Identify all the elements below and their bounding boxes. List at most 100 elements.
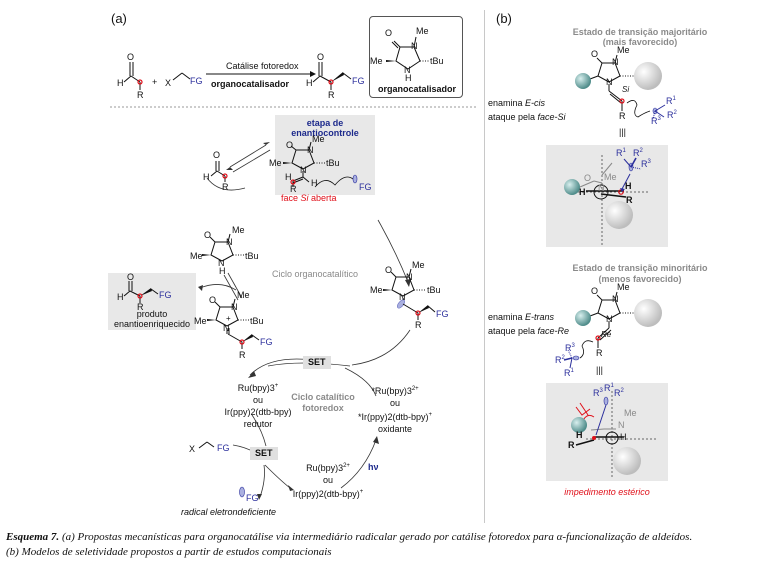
product-box: O H R FG produto enantioenriquecido [108, 273, 196, 330]
minor-attack-label: ataque pela face-Re [488, 326, 570, 336]
atom-h: H [576, 430, 583, 440]
reductant-or: ou [252, 395, 263, 405]
set-label-top: SET [303, 356, 331, 369]
atom-me: Me [412, 260, 425, 270]
radical-label: radical eletrondeficiente [181, 507, 277, 517]
atom-r: R [626, 195, 633, 205]
newman-r2: R2 [633, 148, 643, 158]
newman-r3: R3 [641, 159, 651, 169]
atom-r2: R2 [667, 110, 677, 120]
atom-tbu: tBu [427, 285, 441, 295]
atom-r: R [568, 440, 575, 450]
ground-line1: Ru(bpy)32+ [306, 463, 350, 473]
atom-h: H [117, 292, 124, 302]
atom-o: O [286, 140, 294, 150]
atom-tbu: tBu [326, 158, 340, 168]
radical-orbital-icon [239, 486, 245, 498]
organocatalytic-cycle-label: Ciclo organocatalítico [272, 269, 359, 279]
enantiocontrol-title-line2: enantiocontrole [291, 128, 359, 138]
atom-me: Me [617, 45, 630, 55]
atom-me: Me [624, 408, 637, 418]
reactive-carbon-marker [137, 79, 143, 85]
atom-h: H [306, 78, 313, 88]
atom-h: H [625, 181, 632, 191]
atom-n: N [606, 77, 613, 87]
atom-r3: R3 [565, 343, 575, 353]
atom-n: N [399, 292, 406, 302]
minor-ts-subtitle: (menos favorecido) [598, 274, 682, 284]
atom-n: N [307, 145, 314, 155]
product-label-line2: enantioenriquecido [113, 319, 191, 329]
atom-me: Me [194, 316, 207, 326]
atom-h: H [117, 78, 124, 88]
major-attack-label: ataque pela face-Si [488, 112, 566, 122]
major-ts-title: Estado de transição majoritário [572, 27, 708, 37]
atom-o: O [591, 49, 599, 59]
atom-me: Me [312, 134, 325, 144]
minor-newman-projection [571, 391, 656, 479]
atom-r: R [619, 111, 626, 121]
photoredox-cycle-label: Ciclo catalítico fotoredox [291, 392, 355, 413]
atom-n: N [300, 165, 307, 175]
oxidant-or: ou [389, 398, 400, 408]
minor-enamine-label: enamina E-trans [488, 312, 555, 322]
reductant-line1: Ru(bpy)3+ [237, 383, 279, 393]
oxidant-species: *Ru(bpy)32+ ou *Ir(ppy)2(dtb-bpy)+ oxida… [340, 383, 450, 435]
atom-me: Me [370, 56, 383, 66]
figure-caption-line1: Esquema 7. (a) Propostas mecanísticas pa… [6, 531, 693, 543]
figure-caption-line2: (b) Modelos de seletividade propostos a … [6, 546, 332, 558]
product-bonds [123, 281, 159, 303]
panel-divider [484, 10, 485, 523]
newman-r3: R3 [593, 388, 603, 398]
minor-newman-box: R3 R1 R2 Me N H H R [546, 383, 668, 481]
catalyst-bonds [386, 36, 430, 70]
functional-group: FG [260, 337, 273, 347]
functional-group: FG [436, 309, 449, 319]
atom-h: H [579, 187, 586, 197]
atom-r2: R2 [555, 355, 565, 365]
atom-me: Me [416, 26, 429, 36]
atom-h: H [620, 432, 627, 442]
atom-me: Me [370, 285, 383, 295]
atom-n: N [218, 258, 225, 268]
atom-r: R [222, 182, 229, 192]
atom-o: O [204, 230, 212, 240]
atom-o: O [127, 272, 135, 282]
atom-o: O [584, 173, 592, 183]
major-enamine-label: enamina E-cis [488, 98, 546, 108]
alkyl-halide-bonds [198, 441, 215, 449]
reductant-label: redutor [243, 419, 273, 429]
atom-n: N [406, 272, 413, 282]
iminium-bonds [207, 298, 260, 349]
atom-h: H [405, 73, 412, 83]
major-ts-structure [575, 54, 666, 120]
atom-r: R [239, 350, 246, 360]
newman-r1: R1 [604, 383, 614, 393]
functional-group: FG [246, 493, 259, 503]
set-label-bottom: SET [250, 447, 278, 460]
atom-n: N [223, 323, 230, 333]
atom-o: O [385, 28, 393, 38]
reductant-species: Ru(bpy)3+ ou Ir(ppy)2(dtb-bpy) redutor [208, 380, 308, 430]
reductant-iridium: Ir(ppy)2(dtb-bpy) [224, 407, 292, 417]
oxidant-line3: *Ir(ppy)2(dtb-bpy)+ [357, 412, 433, 422]
atom-tbu: tBu [250, 316, 264, 326]
newman-r1: R1 [616, 148, 626, 158]
major-newman-projection [564, 155, 650, 245]
atom-n: N [231, 302, 238, 312]
atom-r1: R1 [564, 368, 574, 378]
major-ts-subtitle: (mais favorecido) [602, 37, 678, 47]
functional-group: FG [190, 76, 203, 86]
equivalence-symbol: ||| [619, 127, 627, 137]
oxidant-line1: *Ru(bpy)32+ [371, 386, 419, 396]
atom-o: O [385, 265, 393, 275]
reaction-bonds [110, 62, 478, 108]
atom-r1: R1 [666, 96, 676, 106]
functional-group: FG [359, 182, 372, 192]
organocatalyst-label: organocatalisador [378, 84, 457, 94]
newman-r2: R2 [614, 388, 624, 398]
atom-o: O [209, 295, 217, 305]
panel-b-label: (b) [496, 11, 512, 26]
radical-adduct-bonds [383, 268, 436, 320]
face-si-label: face Si aberta [281, 193, 337, 203]
